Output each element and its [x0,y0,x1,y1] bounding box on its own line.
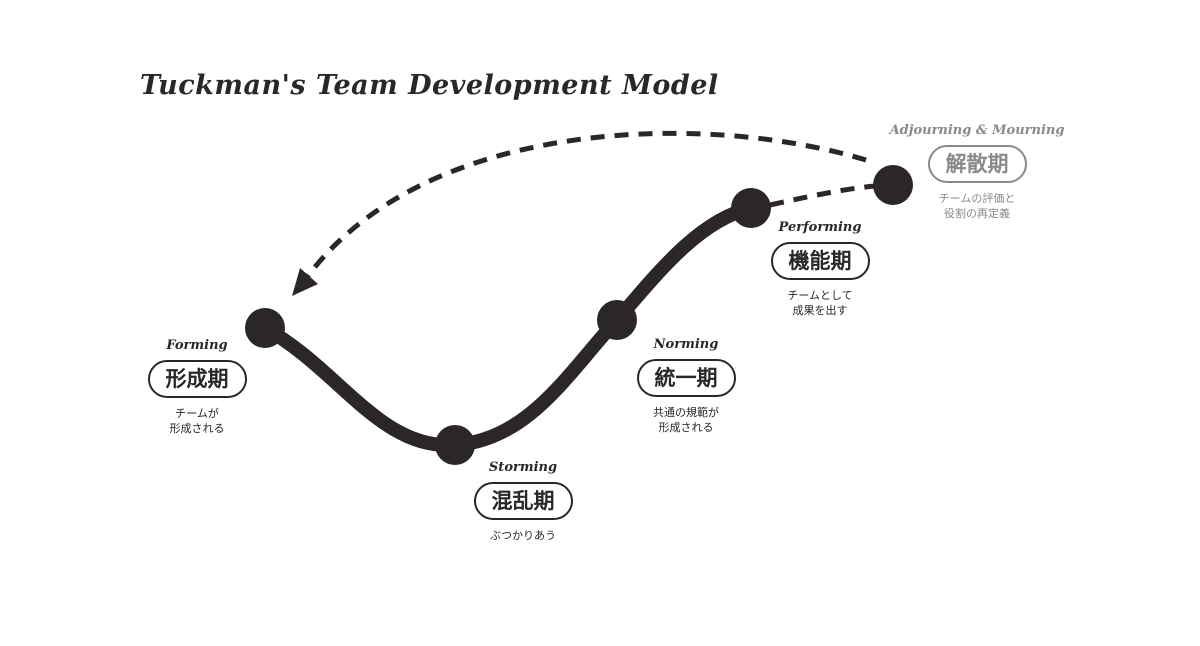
stage-jp-pill: 混乱期 [473,482,573,520]
stage-description: 共通の規範が形成される [653,406,719,434]
stage-forming: Forming 形成期 チームが形成される [97,338,297,436]
stage-jp-pill: 機能期 [770,242,870,280]
stage-description: ぶつかりあう [490,529,556,542]
node-storming [435,425,475,465]
stage-description: チームの評価と役割の再定義 [938,192,1016,220]
stage-description: チームとして成果を出す [787,289,853,317]
stage-en-label: Performing [778,220,862,235]
stage-adjourning: Adjourning & Mourning 解散期 チームの評価と役割の再定義 [877,123,1077,221]
stage-en-label: Norming [653,337,719,352]
stage-jp-pill: 形成期 [147,360,247,398]
adjourning-connector [769,183,876,208]
stage-norming: Norming 統一期 共通の規範が形成される [586,337,786,435]
diagram-title: Tuckman's Team Development Model [140,70,719,101]
stage-en-label: Adjourning & Mourning [889,123,1065,138]
node-adjourning [873,165,913,205]
stage-performing: Performing 機能期 チームとして成果を出す [720,220,920,318]
stage-jp-pill: 解散期 [927,145,1027,183]
stage-storming: Storming 混乱期 ぶつかりあう [423,460,623,543]
node-norming [597,300,637,340]
development-curve [258,201,758,453]
node-performing [731,188,771,228]
stage-jp-pill: 統一期 [636,359,736,397]
stage-en-label: Forming [166,338,228,353]
return-arrowhead [292,268,318,296]
node-forming [245,308,285,348]
stage-en-label: Storming [488,460,558,475]
stage-description: チームが形成される [169,407,225,435]
return-arrow [302,130,867,282]
